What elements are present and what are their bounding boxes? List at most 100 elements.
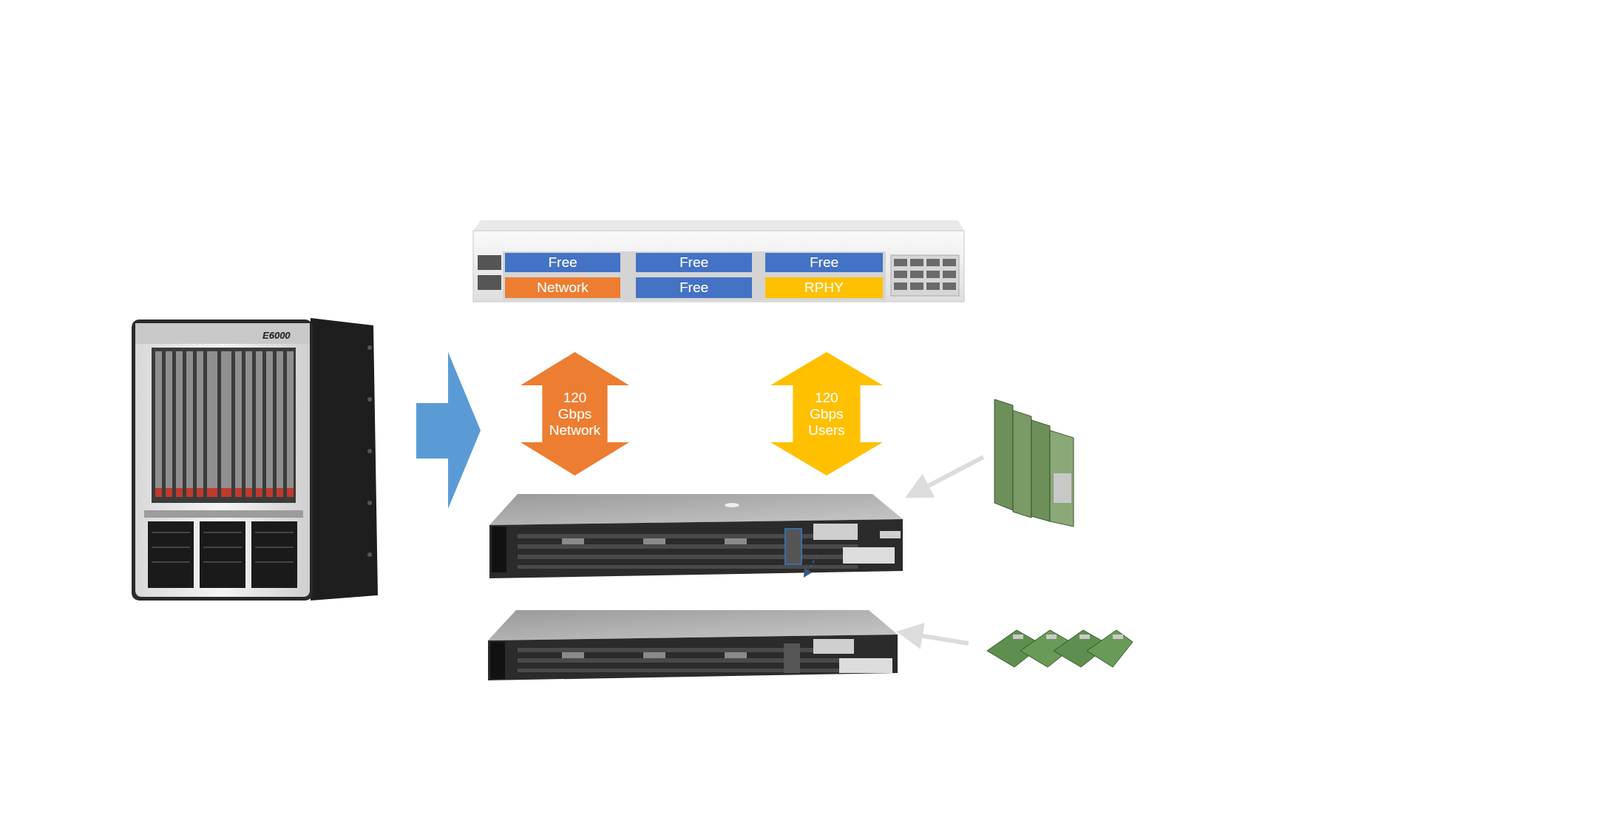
free-slot: Free bbox=[635, 277, 752, 298]
cmts-chassis bbox=[165, 487, 173, 497]
cmts-chassis bbox=[151, 532, 294, 562]
cmts-chassis bbox=[131, 317, 378, 601]
switch-chassis bbox=[473, 230, 965, 302]
server-1 bbox=[724, 502, 740, 508]
switch-chassis bbox=[502, 251, 886, 301]
server-2 bbox=[643, 652, 666, 659]
node-text: Free bbox=[809, 254, 839, 271]
ssd-cards bbox=[1086, 629, 1133, 667]
cmts-chassis bbox=[147, 521, 194, 588]
cmts-chassis bbox=[251, 521, 298, 588]
cmts-chassis bbox=[144, 510, 304, 518]
server-1 bbox=[517, 554, 858, 559]
node-text: RPHY bbox=[804, 279, 844, 296]
cmts-chassis bbox=[245, 487, 253, 497]
cmts-chassis bbox=[255, 531, 294, 534]
cmts-chassis bbox=[155, 487, 294, 497]
switch-chassis bbox=[910, 270, 924, 279]
cmts-chassis bbox=[367, 552, 372, 557]
accelerator-cards bbox=[1049, 430, 1074, 527]
cmts-chassis bbox=[255, 351, 263, 496]
server-1 bbox=[491, 526, 507, 573]
server-2 bbox=[813, 638, 854, 654]
cmts-chassis bbox=[310, 317, 378, 601]
model-label: E6000 bbox=[262, 329, 291, 341]
cmts-chassis bbox=[155, 487, 162, 497]
server-1 bbox=[842, 547, 895, 564]
switch-chassis bbox=[910, 258, 924, 267]
server-2 bbox=[783, 643, 800, 673]
server-2 bbox=[487, 609, 898, 681]
cmts-chassis bbox=[367, 500, 372, 505]
pointer-arrow bbox=[916, 456, 984, 492]
switch-chassis bbox=[893, 258, 908, 267]
cmts-chassis bbox=[155, 351, 162, 496]
cmts-chassis bbox=[286, 351, 294, 496]
cmts-chassis bbox=[367, 448, 372, 454]
cmts-chassis bbox=[165, 351, 173, 496]
cmts-chassis bbox=[203, 531, 242, 534]
server-1 bbox=[879, 530, 901, 539]
switch-chassis bbox=[477, 255, 502, 270]
switch-chassis bbox=[926, 258, 940, 267]
double-arrow-shape bbox=[770, 351, 883, 476]
ssd-cards bbox=[1079, 634, 1090, 639]
cmts-chassis bbox=[135, 323, 310, 344]
cmts-chassis bbox=[266, 487, 273, 497]
server-1 bbox=[517, 533, 858, 569]
server-2 bbox=[517, 668, 854, 673]
cmts-chassis bbox=[135, 323, 310, 597]
cmts-chassis bbox=[276, 487, 284, 497]
server-1 bbox=[489, 519, 903, 579]
cmts-chassis bbox=[367, 397, 372, 402]
cmts-chassis bbox=[155, 351, 294, 496]
cmts-chassis bbox=[186, 351, 193, 496]
cmts-chassis bbox=[221, 487, 232, 497]
node-text: 120 Gbps Network bbox=[545, 389, 605, 439]
pointer-arrow bbox=[909, 633, 969, 644]
server-2 bbox=[561, 652, 585, 659]
switch-chassis bbox=[926, 282, 940, 290]
switch-chassis bbox=[893, 270, 908, 279]
cmts-chassis bbox=[207, 351, 218, 496]
node-text: Network bbox=[536, 279, 589, 296]
node-text: Free bbox=[679, 279, 709, 296]
server-1 bbox=[561, 538, 585, 545]
free-slot: Free bbox=[635, 252, 752, 273]
server-1 bbox=[813, 523, 858, 540]
server-2 bbox=[490, 641, 505, 679]
free-slot: Free bbox=[765, 252, 883, 273]
cmts-chassis bbox=[151, 347, 296, 503]
switch-chassis bbox=[942, 270, 957, 279]
cmts-chassis bbox=[175, 351, 183, 496]
accelerator-cards bbox=[1031, 419, 1050, 522]
cmts-chassis bbox=[199, 521, 246, 588]
cmts-chassis bbox=[266, 351, 273, 496]
cmts-chassis bbox=[367, 345, 372, 557]
accelerator-cards bbox=[1053, 473, 1072, 503]
server-2 bbox=[561, 652, 747, 659]
cmts-chassis bbox=[276, 351, 284, 496]
bandwidth-arrow: 120 Gbps Network bbox=[520, 351, 630, 476]
server-1 bbox=[561, 538, 747, 545]
cmts-chassis bbox=[175, 487, 183, 497]
switch-chassis bbox=[893, 258, 957, 290]
server-2 bbox=[517, 658, 854, 663]
server-1 bbox=[489, 493, 903, 579]
server-2 bbox=[487, 634, 898, 681]
switch-chassis bbox=[910, 282, 924, 290]
cmts-chassis bbox=[151, 546, 191, 548]
accelerator-cards bbox=[1012, 410, 1032, 518]
migration-arrow bbox=[416, 351, 481, 509]
cmts-chassis bbox=[203, 561, 242, 563]
cmts-chassis bbox=[367, 345, 372, 350]
dashed-pointer bbox=[805, 556, 818, 574]
server-2 bbox=[724, 652, 747, 659]
switch-chassis bbox=[473, 220, 965, 231]
switch-chassis bbox=[890, 255, 959, 296]
cmts-chassis bbox=[151, 561, 191, 563]
cmts-chassis bbox=[221, 351, 232, 496]
cmts-chassis bbox=[186, 487, 193, 497]
accelerator-cards bbox=[994, 399, 1074, 527]
node-text: Free bbox=[679, 254, 709, 271]
